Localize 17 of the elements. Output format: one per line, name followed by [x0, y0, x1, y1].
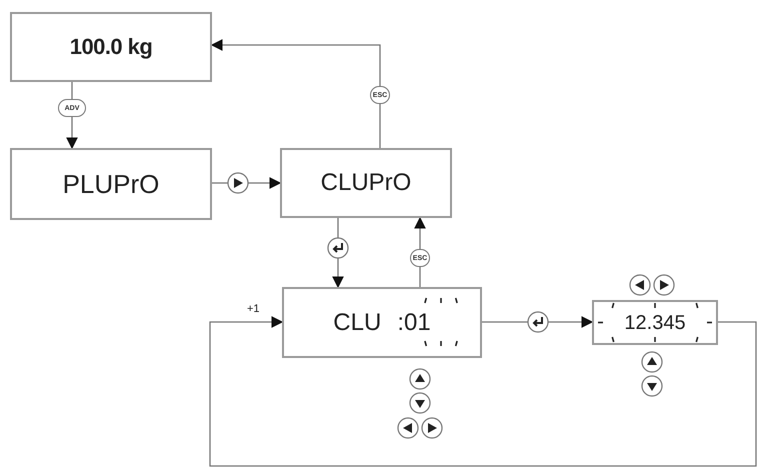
display-box [10, 148, 212, 220]
display-text: :01 [397, 310, 431, 334]
arrow [212, 177, 282, 189]
arrow [414, 216, 426, 287]
display-text: 100.0 kg [70, 36, 152, 58]
arrow [332, 218, 344, 288]
display-text: CLUPrO [320, 171, 412, 195]
arrow [210, 39, 381, 148]
arrow [482, 316, 594, 328]
display-text: CLU [333, 310, 382, 334]
arrow [209, 316, 757, 467]
display-box [280, 148, 452, 218]
display-text: PLUPrO [62, 171, 160, 197]
edge-label: +1 [246, 304, 261, 315]
display-box [10, 12, 212, 82]
display-box [282, 287, 482, 358]
display-text: 12.345 [624, 312, 686, 332]
